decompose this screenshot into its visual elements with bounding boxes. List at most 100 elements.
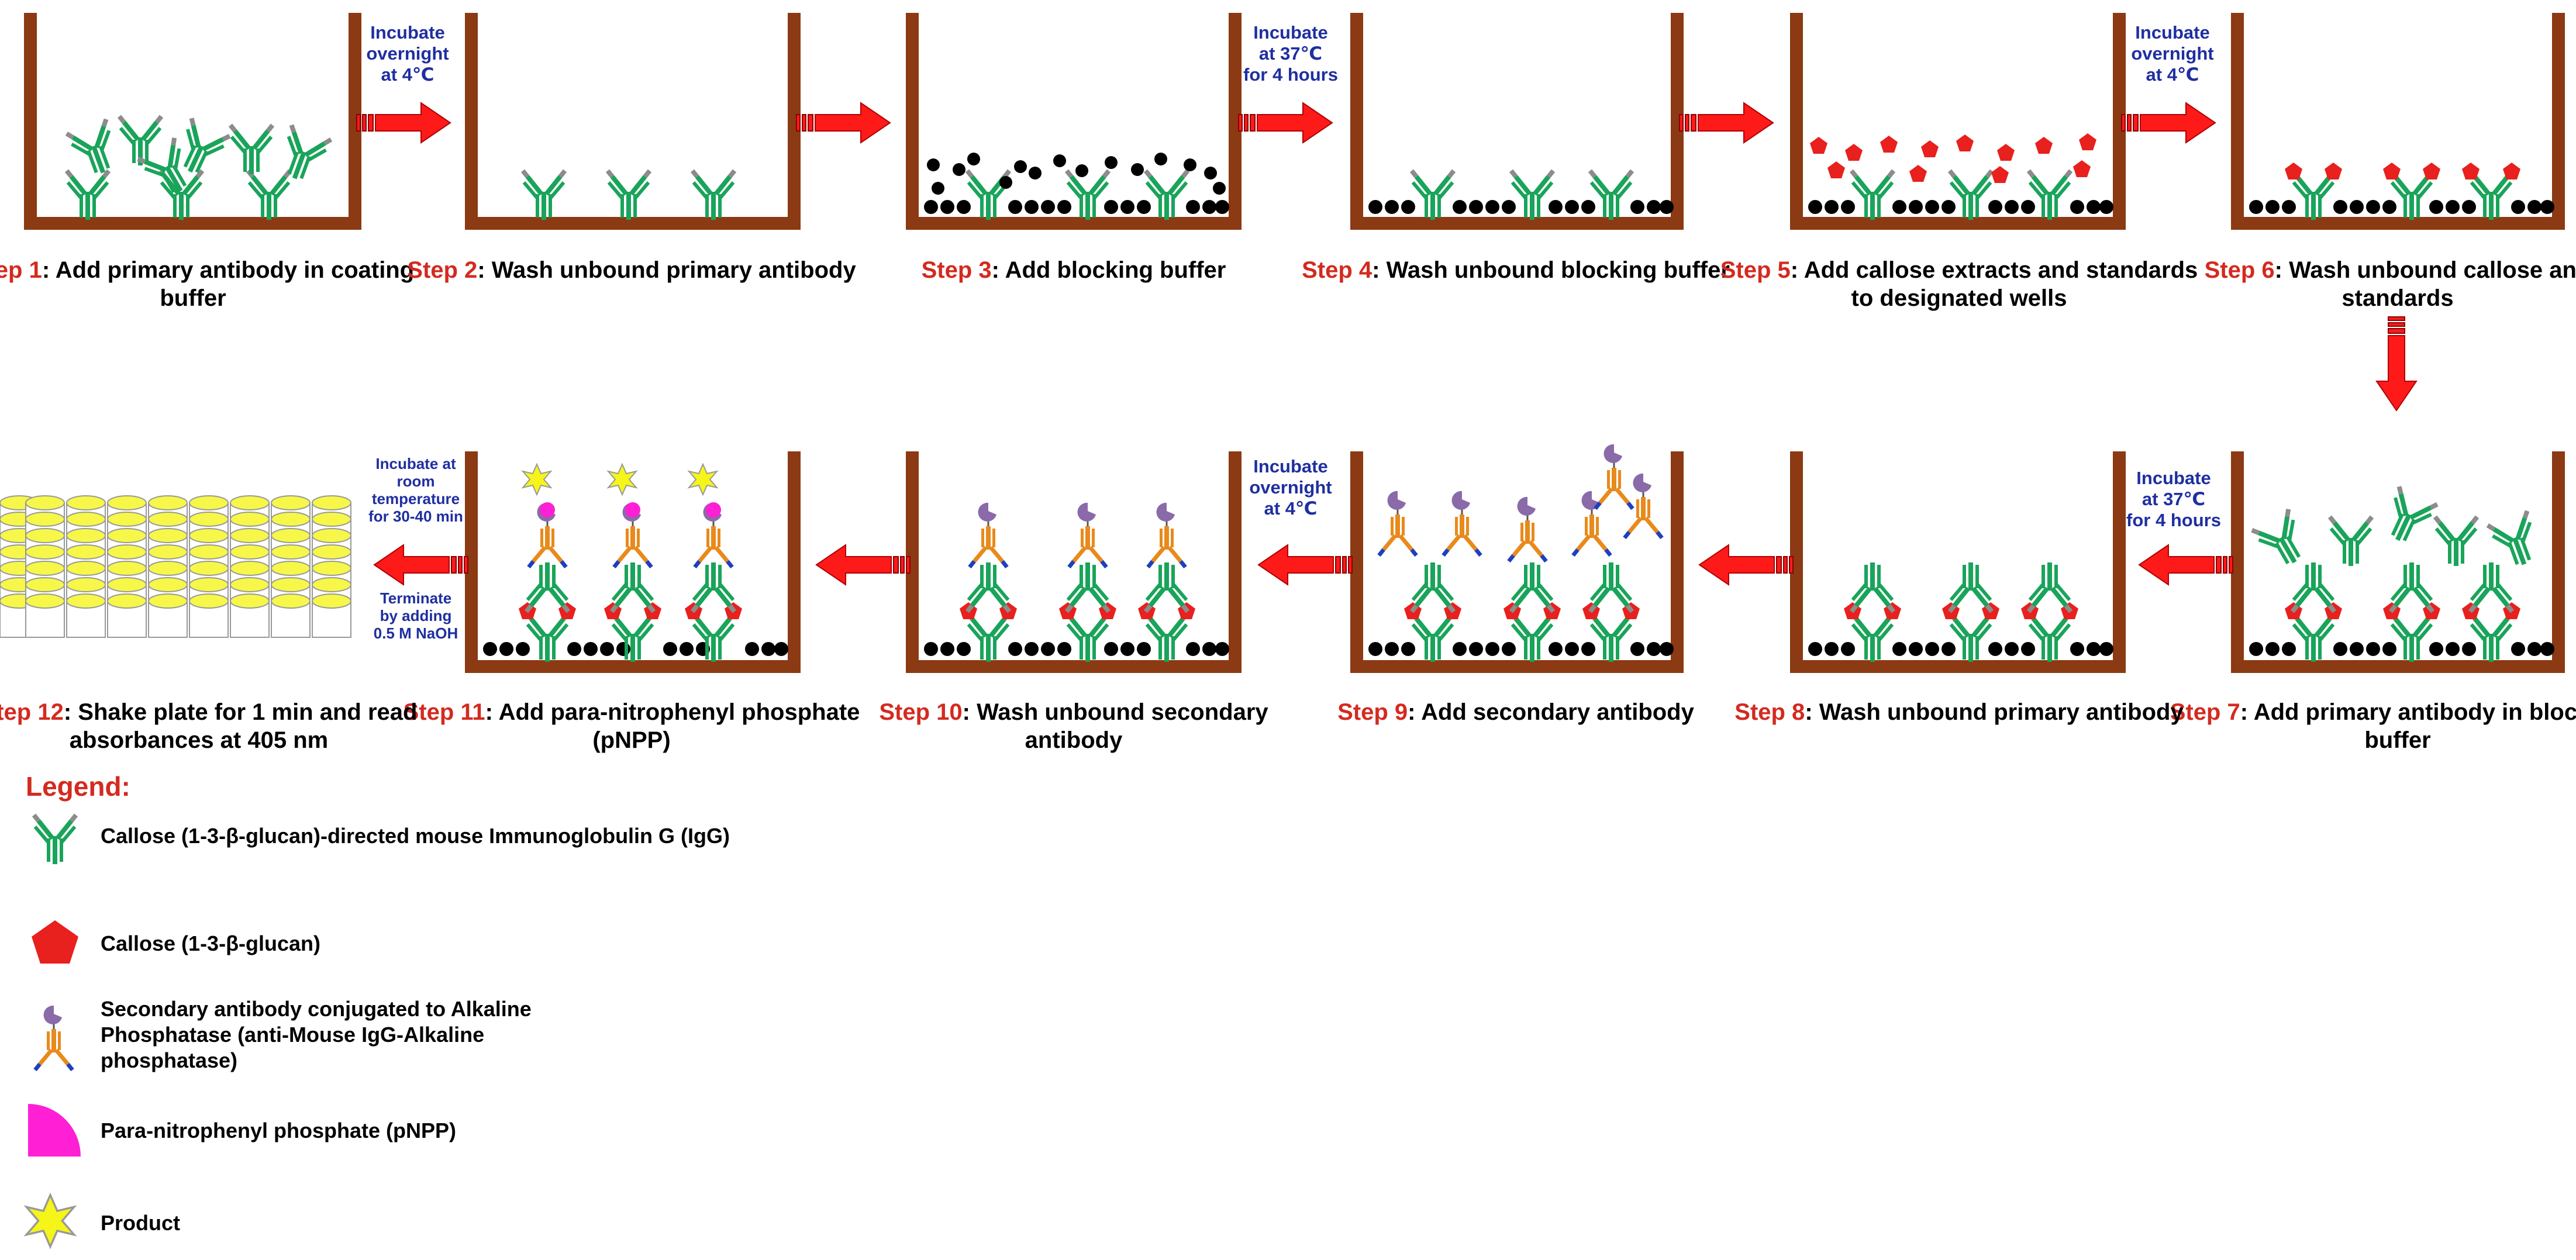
incubation-line: at 4℃ [381,64,434,85]
arrow-step8-to-9 [1699,544,1794,585]
legend-label-product: Product [101,1211,181,1235]
step-1-caption: Step 1: Add primary antibody in coating … [0,256,433,312]
incubation-line: at 4℃ [1264,498,1318,519]
arrow-step9-to-10 [1258,544,1353,585]
terminate-line: Terminate [380,589,452,607]
well-step-4 [1350,13,1684,230]
step-8-description: Wash unbound primary antibody [1819,699,2184,725]
step-12-description: Shake plate for 1 min and read absorbanc… [69,699,418,753]
step-5-description: Add callose extracts and standards to de… [1803,257,2198,311]
microplate-yellow-wells [0,495,351,638]
secondary-antibody-icon [35,1006,73,1070]
incubation-line: for 4 hours [2126,510,2221,530]
pnpp-icon [28,1104,81,1157]
terminate-line: 0.5 M NaOH [373,624,458,642]
well-step-8 [1790,451,2126,673]
step-9-number: Step 9 [1337,699,1408,725]
well-step-3 [906,13,1242,230]
step-11-description: Add para-nitrophenyl phosphate (pNPP) [498,699,860,753]
incubation-line: at 4℃ [2146,64,2199,85]
legend-label-pnpp: Para-nitrophenyl phosphate (pNPP) [101,1119,457,1142]
well-step-10 [906,451,1242,673]
step-3-number: Step 3 [921,257,992,283]
incubation-after-step-5: Incubate overnight at 4℃ [2111,22,2234,85]
incubation-line: at 37℃ [2142,489,2206,509]
incubation-line: for 4 hours [1243,64,1338,85]
incubation-line: at 37℃ [1258,43,1323,64]
incubation-line: Incubate [2135,22,2210,43]
product-star-icon [25,1194,75,1248]
incubation-after-step-9: Incubate overnight at 4℃ [1229,456,1352,519]
igg-antibody-icon [34,815,76,864]
step-3-caption: Step 3: Add blocking buffer [921,257,1226,283]
arrow-step6-to-7 [2376,316,2417,411]
arrow-step4-to-5 [1679,102,1774,143]
step-10-caption: Step 10: Wash unbound secondary antibody [879,699,1268,753]
step-1-description: Add primary antibody in coating buffer [55,257,415,311]
step-9-caption: Step 9: Add secondary antibody [1337,699,1694,725]
arrow-step1-to-2 [356,102,451,143]
step-6-caption: Step 6: Wash unbound callose and standar… [2158,256,2576,312]
arrow-step7-to-8 [2139,544,2233,585]
step-12-number: Step 12 [0,699,64,725]
incubation-line: overnight [2131,43,2214,64]
incubation-after-step-11: Incubate at room temperature for 30-40 m… [354,455,477,525]
well-step-2 [465,13,801,230]
incubation-line: overnight [1249,477,1332,498]
step-5-caption: Step 5: Add callose extracts and standar… [1720,257,2198,311]
well-step-11 [465,451,801,673]
incubation-after-step-7: Incubate at 37℃ for 4 hours [2112,468,2235,531]
well-step-6 [2231,13,2565,230]
step-2-description: Wash unbound primary antibody [491,257,856,283]
terminate-line: by adding [380,607,452,624]
arrow-step11-to-12 [374,544,468,585]
incubation-after-step-1: Incubate overnight at 4℃ [346,22,469,85]
step-4-caption: Step 4: Wash unbound blocking buffer [1302,257,1730,283]
step-4-number: Step 4 [1302,257,1373,283]
step-9-description: Add secondary antibody [1421,699,1694,725]
incubation-line: Incubate [1253,22,1328,43]
step-11-caption: Step 11: Add para-nitrophenyl phosphate … [403,699,860,753]
step-11-number: Step 11 [403,699,485,725]
step-8-caption: Step 8: Wash unbound primary antibody [1734,699,2184,725]
step-8-number: Step 8 [1734,699,1805,725]
arrow-step10-to-11 [816,544,911,585]
legend-label-secondary-antibody: Secondary antibody conjugated to Alkalin… [101,997,532,1072]
arrow-step3-to-4 [1238,102,1333,143]
well-step-1 [24,13,361,230]
incubation-line: temperature [371,490,460,508]
step-2-caption: Step 2: Wash unbound primary antibody [407,257,856,283]
incubation-line: Incubate [1253,456,1328,477]
legend-label-callose: Callose (1-3-β-glucan) [101,931,321,955]
incubation-after-step-3: Incubate at 37℃ for 4 hours [1229,22,1352,85]
step-1-number: Step 1 [0,257,42,283]
incubation-line: overnight [366,43,449,64]
incubation-line: for 30-40 min [368,508,463,525]
step-2-number: Step 2 [407,257,478,283]
arrow-step5-to-6 [2121,102,2216,143]
callose-pentagon-icon [32,920,78,964]
legend-title: Legend: [26,771,130,802]
incubation-line: Incubate [370,22,445,43]
step-7-number: Step 7 [2170,699,2240,725]
incubation-line: Incubate [2136,468,2211,488]
step-3-description: Add blocking buffer [1005,257,1226,283]
step-10-description: Wash unbound secondary antibody [977,699,1268,753]
well-step-9 [1350,444,1684,673]
step-6-number: Step 6 [2204,257,2275,283]
terminate-label: Terminate by adding 0.5 M NaOH [354,589,477,642]
legend-label-igg: Callose (1-3-β-glucan)-directed mouse Im… [101,824,730,848]
step-7-description: Add primary antibody in blocking buffer [2253,699,2576,753]
incubation-line: room [396,472,435,490]
arrow-step2-to-3 [796,102,891,143]
step-12-caption: Step 12: Shake plate for 1 min and read … [0,698,439,754]
step-4-description: Wash unbound blocking buffer [1386,257,1730,283]
incubation-line: Incubate at [375,455,456,472]
step-7-caption: Step 7: Add primary antibody in blocking… [2158,698,2576,754]
step-5-number: Step 5 [1720,257,1791,283]
well-step-7 [2231,451,2565,673]
step-6-description: Wash unbound callose and standards [2289,257,2576,311]
well-step-5 [1790,13,2126,230]
step-10-number: Step 10 [879,699,963,725]
